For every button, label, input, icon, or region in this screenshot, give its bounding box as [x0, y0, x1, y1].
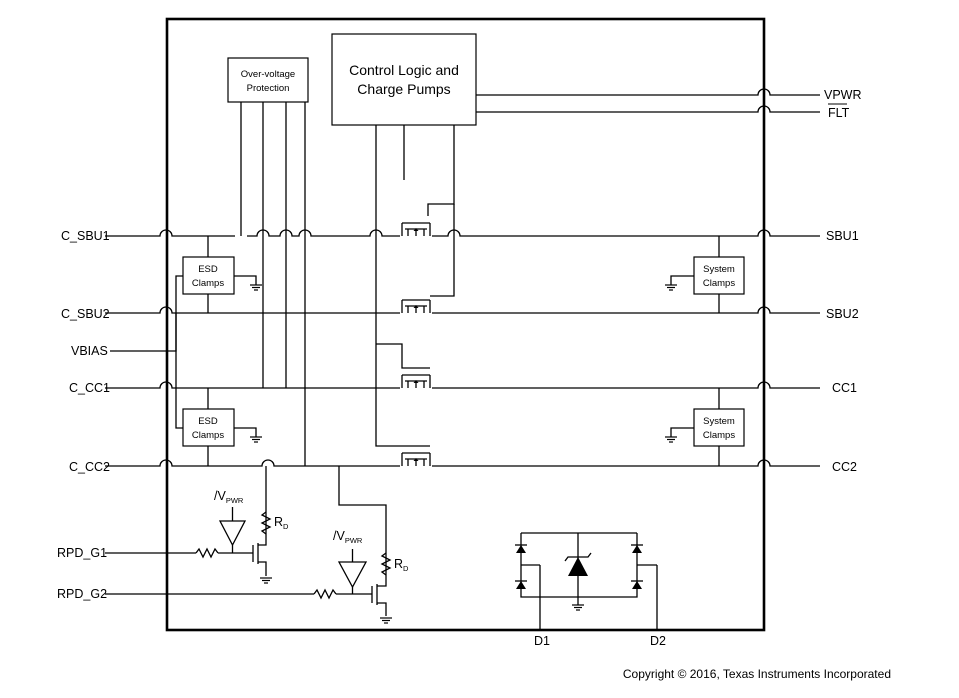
rd2-resistor: [380, 552, 392, 576]
pin-c-sbu2: C_SBU2: [61, 307, 110, 321]
pin-rpd-g2: RPD_G2: [57, 587, 107, 601]
gate-line-cc1: [376, 343, 430, 369]
fet-sbu2: [401, 299, 431, 314]
ground-icon: [249, 284, 263, 291]
rpd-g2-source: [377, 602, 387, 616]
wire-cc2: [105, 459, 820, 467]
pin-flt: FLT: [828, 106, 850, 120]
ground-icon: [664, 436, 678, 443]
sys-bottom-gnd-wire: [670, 427, 694, 437]
rd1-resistor: [260, 511, 272, 535]
ic-boundary: [165, 17, 766, 632]
rpd-g2-resistor: [313, 588, 337, 600]
rpd-g2-vpwr-label: /VPWR: [333, 529, 363, 545]
pin-rpd-g1: RPD_G1: [57, 546, 107, 560]
rpd-g2-buffer: [337, 561, 368, 589]
rpd-g1-buffer: [218, 520, 247, 547]
fet-sbu1: [401, 222, 431, 237]
gate-line-sbu1: [427, 125, 455, 216]
rpd-g1-vpwr-label: /VPWR: [214, 489, 244, 505]
ground-icon: [249, 436, 263, 443]
ovp-label-line1: Over-voltage: [241, 69, 295, 80]
pin-vbias: VBIAS: [71, 344, 108, 358]
control-logic-label-line1: Control Logic and: [349, 62, 459, 78]
esd-top-gnd-wire: [234, 275, 257, 285]
vbias-to-esd: [175, 275, 183, 429]
fet-cc2: [401, 452, 431, 467]
rpd-g1-drain: [258, 466, 267, 546]
pin-sbu1: SBU1: [826, 229, 859, 243]
pin-d2: D2: [650, 634, 666, 648]
gate-line-sbu2: [430, 204, 455, 297]
esd-bottom-line1: ESD: [198, 416, 218, 427]
pin-vpwr: VPWR: [824, 88, 862, 102]
ground-icon: [664, 284, 678, 291]
esd-top-line1: ESD: [198, 264, 218, 275]
tvs-diode-bridge: [515, 532, 643, 605]
pin-cc2: CC2: [832, 460, 857, 474]
vpwr-wire: [476, 88, 820, 96]
wire-sbu2: [105, 306, 820, 314]
pin-cc1: CC1: [832, 381, 857, 395]
rpd-g1-source: [258, 561, 267, 576]
sys-top-line1: System: [703, 264, 735, 275]
ground-icon: [259, 577, 273, 584]
rd2-label: RD: [394, 557, 409, 573]
ovp-block: [227, 57, 309, 103]
control-logic-block: [331, 33, 477, 126]
pin-d1: D1: [534, 634, 550, 648]
ovp-label-line2: Protection: [247, 83, 290, 94]
pin-c-cc1: C_CC1: [69, 381, 110, 395]
d2-wire: [637, 564, 658, 630]
d1-wire: [521, 564, 541, 630]
copyright-text: Copyright © 2016, Texas Instruments Inco…: [623, 667, 891, 681]
flt-wire: [476, 105, 820, 113]
sys-top-gnd-wire: [670, 275, 694, 285]
wire-sbu1: [105, 229, 820, 237]
sys-bottom-line2: Clamps: [703, 430, 735, 441]
gate-line-cc-bus: [375, 125, 430, 447]
sys-top-line2: Clamps: [703, 278, 735, 289]
ground-icon: [379, 617, 393, 624]
pin-c-cc2: C_CC2: [69, 460, 110, 474]
esd-bottom-line2: Clamps: [192, 430, 224, 441]
rpd-g2-drain: [338, 466, 387, 587]
pin-sbu2: SBU2: [826, 307, 859, 321]
sys-bottom-line1: System: [703, 416, 735, 427]
fet-cc1: [401, 374, 431, 389]
esd-top-line2: Clamps: [192, 278, 224, 289]
ground-icon: [571, 604, 585, 611]
pin-c-sbu1: C_SBU1: [61, 229, 110, 243]
control-logic-label-line2: Charge Pumps: [357, 81, 450, 97]
esd-bottom-gnd-wire: [234, 427, 257, 437]
rpd-g1-resistor: [195, 547, 219, 559]
wire-cc1: [105, 381, 820, 389]
rd1-label: RD: [274, 515, 289, 531]
